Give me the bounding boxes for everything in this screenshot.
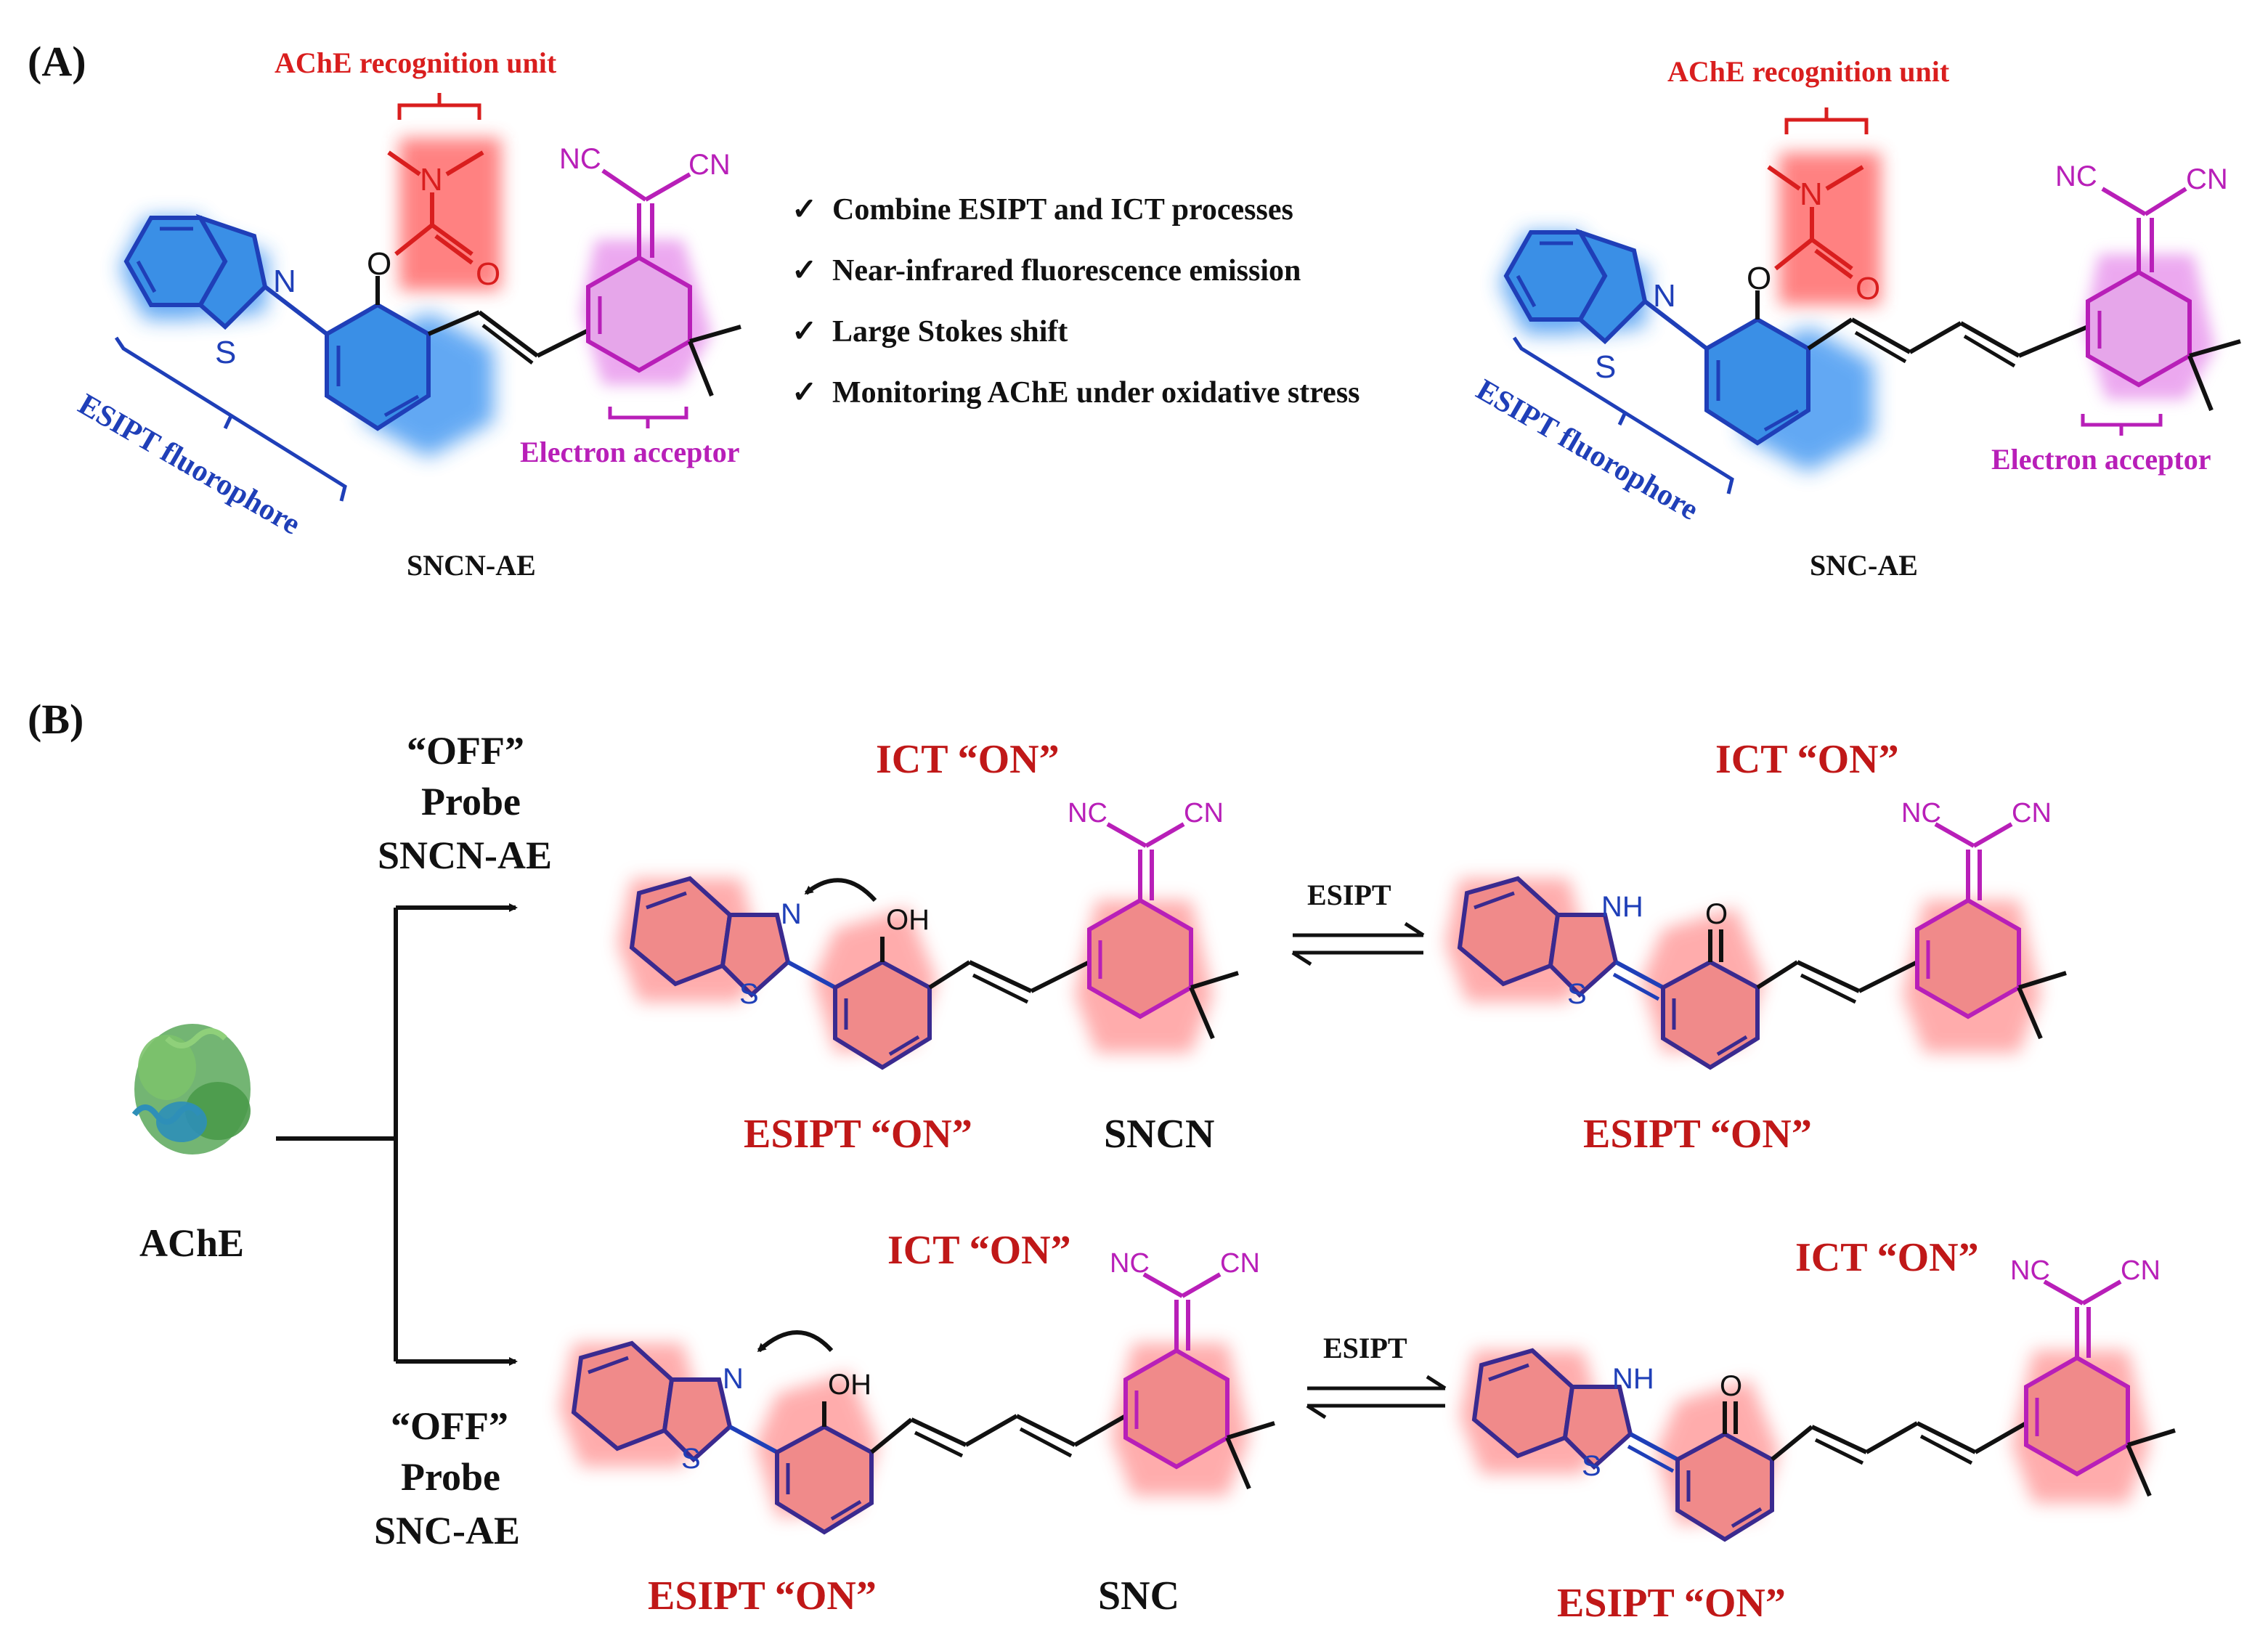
acceptor-label-right: Electron acceptor bbox=[1991, 443, 2211, 476]
molecule-name-snc-ae: SNC-AE bbox=[1810, 549, 1918, 582]
check-icon: ✓ bbox=[792, 193, 817, 227]
atom-oh: OH bbox=[828, 1369, 871, 1401]
esipt-process-label-top: ESIPT bbox=[1307, 879, 1391, 911]
atom-s: S bbox=[739, 978, 759, 1010]
acceptor-bracket-left bbox=[608, 407, 688, 428]
esipt-process-label-bottom: ESIPT bbox=[1323, 1332, 1407, 1364]
acceptor-bracket-right bbox=[2081, 414, 2163, 436]
atom-nc: NC bbox=[1110, 1248, 1150, 1279]
atom-cn: CN bbox=[2012, 798, 2052, 828]
bottom-probe-label: Probe bbox=[401, 1455, 500, 1499]
molecule-snc-ae: N S O O N NC CN bbox=[1500, 152, 2241, 472]
atom-s: S bbox=[1595, 349, 1616, 385]
recognition-bracket-right bbox=[1784, 107, 1869, 134]
acceptor-label-left: Electron acceptor bbox=[520, 436, 739, 468]
esipt-on-label: ESIPT “ON” bbox=[744, 1112, 972, 1157]
atom-n: N bbox=[781, 898, 802, 930]
esipt-on-label: ESIPT “ON” bbox=[1583, 1112, 1812, 1157]
recognition-bracket-left bbox=[397, 93, 481, 120]
atom-oh: OH bbox=[886, 904, 930, 936]
atom-nh: NH bbox=[1612, 1363, 1654, 1395]
feature-item: Monitoring AChE under oxidative stress bbox=[832, 376, 1360, 410]
equilibrium-arrows-bottom bbox=[1306, 1375, 1447, 1420]
atom-o-carbonyl: O bbox=[1856, 271, 1880, 306]
atom-o: O bbox=[367, 246, 391, 282]
feature-list: ✓ Combine ESIPT and ICT processes ✓ Near… bbox=[792, 193, 1360, 410]
molecule-snc-keto: NH S O NC CN bbox=[1460, 1255, 2176, 1542]
atom-cn: CN bbox=[1220, 1248, 1260, 1279]
ache-enzyme-icon bbox=[131, 1024, 251, 1155]
recognition-unit-label-right: AChE recognition unit bbox=[1667, 55, 1950, 88]
atom-cn: CN bbox=[1184, 798, 1224, 828]
atom-nc: NC bbox=[559, 143, 601, 175]
fluorophore-label-left: ESIPT fluorophore bbox=[73, 388, 306, 542]
atom-n: N bbox=[723, 1363, 744, 1395]
ict-on-label: ICT “ON” bbox=[887, 1228, 1071, 1273]
atom-s: S bbox=[1582, 1450, 1601, 1482]
atom-nc: NC bbox=[2055, 160, 2097, 192]
atom-s: S bbox=[215, 335, 236, 370]
atom-cn: CN bbox=[2186, 163, 2228, 195]
atom-o: O bbox=[1720, 1370, 1742, 1402]
atom-nc: NC bbox=[1068, 798, 1107, 828]
top-probe-label: Probe bbox=[421, 780, 521, 823]
ict-on-label: ICT “ON” bbox=[1795, 1235, 1979, 1280]
enzyme-label: AChE bbox=[139, 1221, 244, 1265]
panel-b-label: (B) bbox=[28, 696, 84, 743]
equilibrium-arrows-top bbox=[1291, 921, 1425, 966]
molecule-sncn-ae: N S O O N NC CN bbox=[120, 138, 741, 457]
top-off-state: “OFF” bbox=[407, 729, 524, 773]
ict-on-label: ICT “ON” bbox=[1715, 737, 1899, 782]
molecule-sncn-keto: NH S O NC CN bbox=[1445, 798, 2067, 1070]
atom-nc: NC bbox=[1901, 798, 1941, 828]
fluorophore-bracket-left bbox=[114, 336, 347, 502]
product-name-sncn: SNCN bbox=[1104, 1112, 1214, 1157]
molecule-snc-enol: N S OH NC CN bbox=[559, 1248, 1275, 1535]
atom-s: S bbox=[1567, 978, 1587, 1010]
esipt-on-label: ESIPT “ON” bbox=[648, 1573, 877, 1618]
proton-transfer-arrow bbox=[757, 1330, 834, 1353]
molecule-sncn-enol: N S OH NC CN bbox=[617, 798, 1239, 1070]
atom-cn: CN bbox=[688, 149, 731, 181]
atom-cn: CN bbox=[2121, 1255, 2161, 1286]
atom-s: S bbox=[681, 1443, 701, 1475]
atom-nh: NH bbox=[1601, 891, 1643, 923]
feature-item: Combine ESIPT and ICT processes bbox=[832, 193, 1293, 227]
fluorophore-label-right: ESIPT fluorophore bbox=[1471, 373, 1704, 527]
atom-o-carbonyl: O bbox=[476, 256, 500, 292]
atom-o: O bbox=[1747, 261, 1771, 296]
feature-item: Near-infrared fluorescence emission bbox=[832, 254, 1301, 288]
panel-a-label: (A) bbox=[28, 38, 86, 85]
bottom-off-state: “OFF” bbox=[391, 1404, 508, 1448]
check-icon: ✓ bbox=[792, 315, 817, 349]
atom-nc: NC bbox=[2010, 1255, 2050, 1286]
check-icon: ✓ bbox=[792, 254, 817, 288]
proton-transfer-arrow bbox=[804, 878, 877, 903]
atom-o: O bbox=[1705, 898, 1728, 930]
top-probe-name: SNCN-AE bbox=[378, 834, 552, 877]
atom-n-amine: N bbox=[1800, 176, 1823, 212]
fluorophore-bracket-right bbox=[1512, 336, 1734, 494]
check-icon: ✓ bbox=[792, 376, 817, 410]
ict-on-label: ICT “ON” bbox=[876, 737, 1060, 782]
product-name-snc: SNC bbox=[1098, 1573, 1179, 1618]
esipt-on-label: ESIPT “ON” bbox=[1557, 1581, 1786, 1626]
bottom-probe-name: SNC-AE bbox=[374, 1509, 520, 1552]
molecule-name-sncn-ae: SNCN-AE bbox=[407, 549, 536, 582]
feature-item: Large Stokes shift bbox=[832, 315, 1068, 349]
recognition-unit-label-left: AChE recognition unit bbox=[275, 46, 557, 79]
atom-n-amine: N bbox=[420, 162, 443, 198]
